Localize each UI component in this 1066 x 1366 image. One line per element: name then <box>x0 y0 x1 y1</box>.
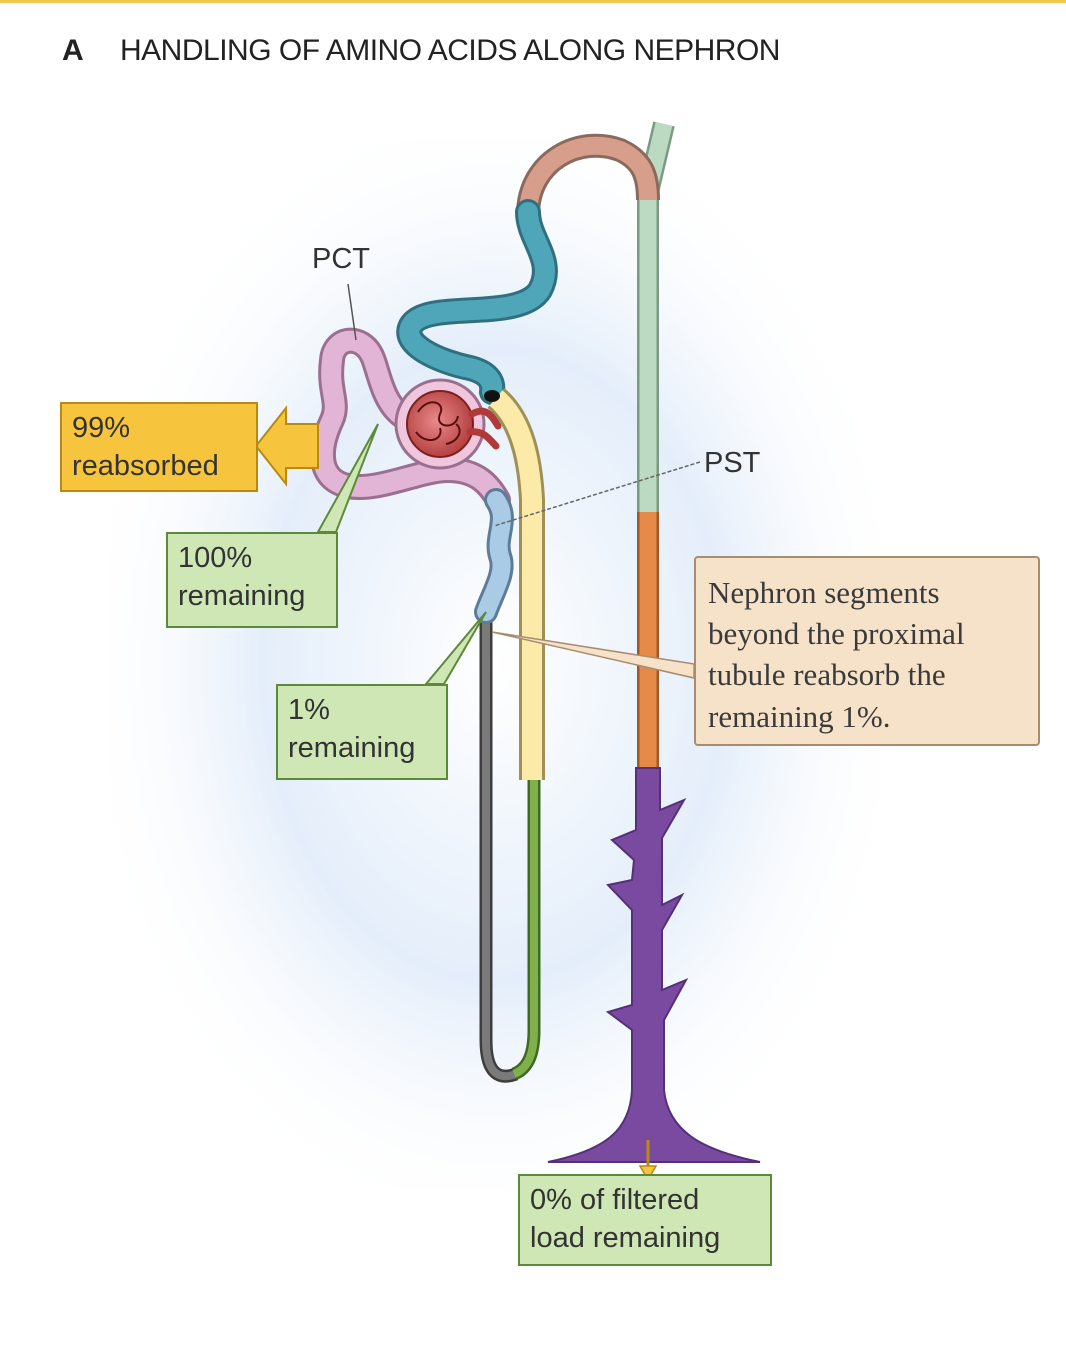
remaining-100-percent: 100% <box>178 542 253 574</box>
collecting-duct-inner-medulla <box>547 767 761 1163</box>
glomerular-capillaries <box>415 401 461 445</box>
note-line-2: beyond the proximal <box>708 616 965 652</box>
remaining-1-box: 1% remaining <box>276 684 448 780</box>
excretion-arrowhead <box>638 1165 658 1182</box>
glomerulus <box>406 390 474 458</box>
pst-label: PST <box>704 447 761 479</box>
pct-label: PCT <box>312 243 370 275</box>
reabsorbed-box: 99% reabsorbed <box>60 402 258 492</box>
note-line-3: tubule reabsorb the <box>708 657 946 693</box>
remaining-100-label: remaining <box>178 579 306 612</box>
arterioles <box>466 407 502 450</box>
remaining-0-line2: load remaining <box>530 1221 721 1254</box>
top-rule <box>0 0 1066 3</box>
note-line-1: Nephron segments <box>708 575 940 610</box>
reabsorbed-percent: 99% <box>72 412 131 444</box>
note-line-4: remaining 1%. <box>708 698 891 734</box>
pct-leader <box>347 283 357 341</box>
remaining-1-percent: 1% <box>288 694 330 726</box>
figure-title: HANDLING OF AMINO ACIDS ALONG NEPHRON <box>120 34 780 67</box>
remaining-100-box: 100% remaining <box>166 532 338 628</box>
remaining-0-box: 0% of filtered load remaining <box>518 1174 772 1266</box>
background-glow <box>110 140 880 1190</box>
macula-densa <box>484 390 500 402</box>
reabsorb-arrow <box>254 405 319 487</box>
panel-letter: A <box>62 34 84 67</box>
reabsorbed-label: reabsorbed <box>72 449 219 482</box>
remaining-1-label: remaining <box>288 731 416 764</box>
distal-nephron-note: Nephron segments beyond the proximal tub… <box>694 556 1040 746</box>
remaining-0-line1: 0% of filtered <box>530 1184 700 1216</box>
